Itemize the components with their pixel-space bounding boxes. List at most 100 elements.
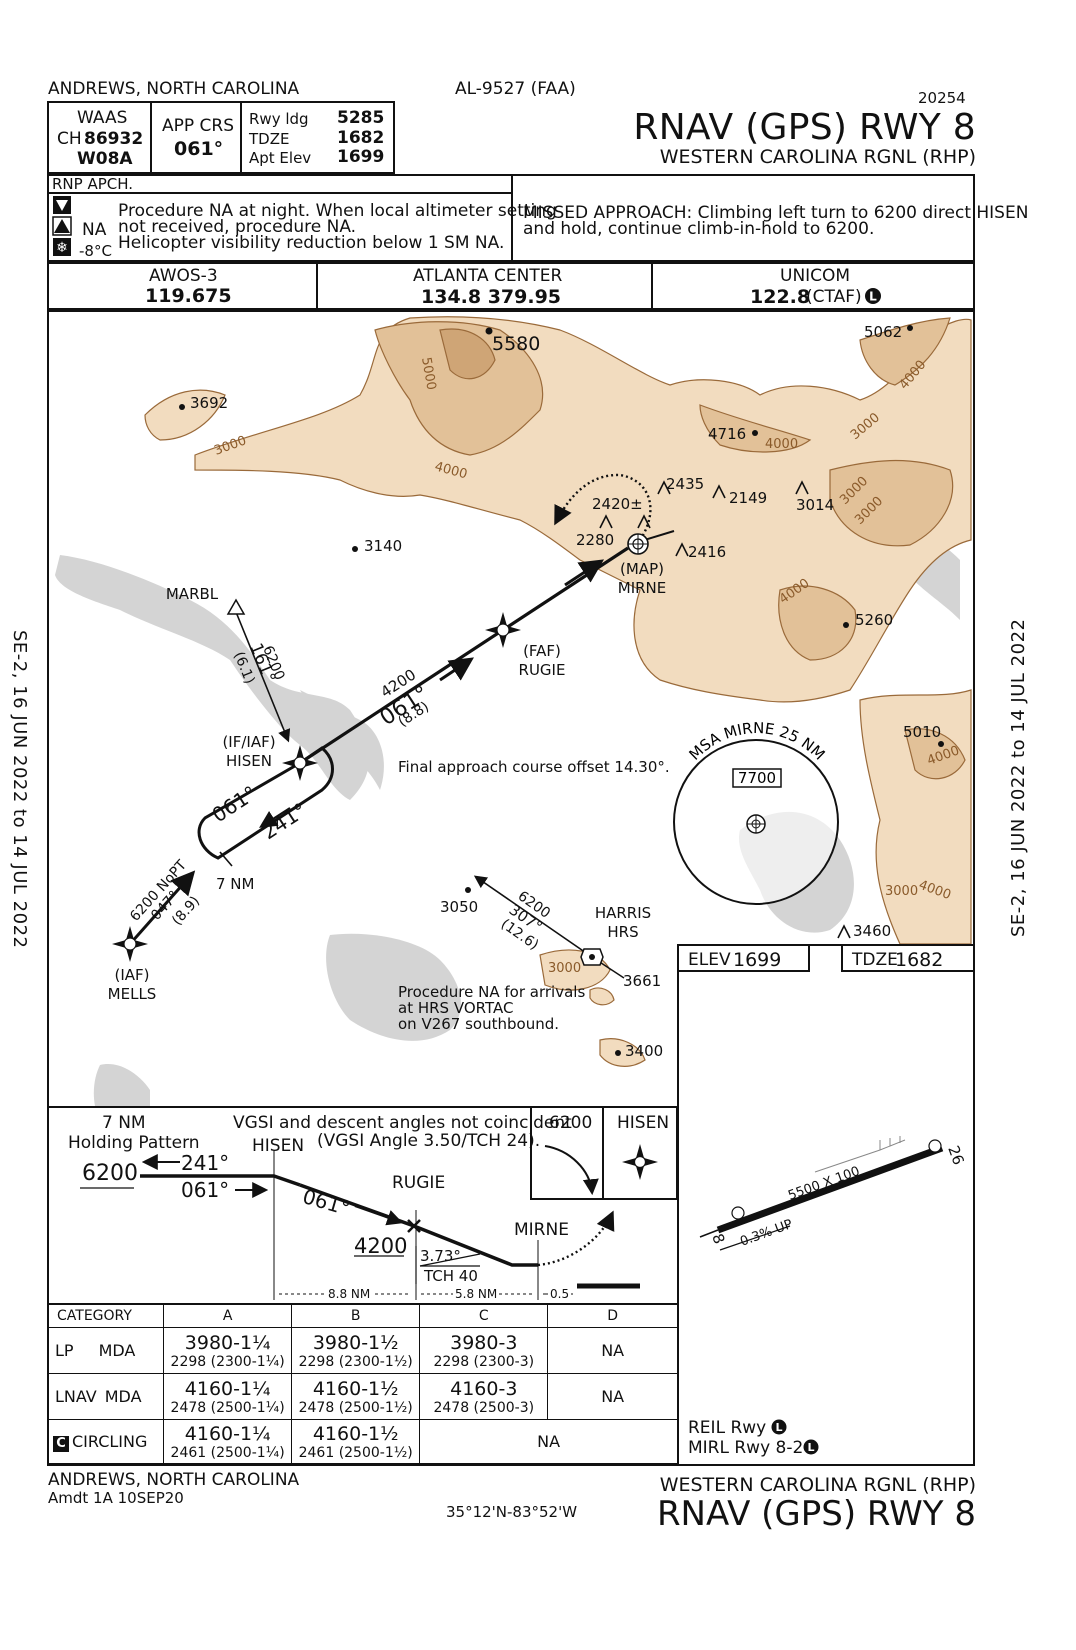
runway-26-label: 26 [944,1143,967,1167]
hrs-label: HRS [607,923,638,941]
hisen-label: HISEN [226,752,272,770]
alternate-na: NA [82,220,107,240]
papi-icon [731,1206,745,1220]
apt-elev-label: Apt Elev [249,149,312,167]
profile-distance-3: 0.5 [548,1287,572,1301]
footer-amendment: Amdt 1A 10SEP20 [48,1489,184,1507]
circling-icon: C [53,1435,69,1452]
spot-elevation: 2416 [688,543,726,561]
hrs-note-3: on V267 southbound. [398,1015,559,1033]
reil-note: REIL Rwy 8 [688,1418,783,1438]
leg-annotations: 6200 161° (6.1) 4200 061° (8.8) 6200 NoP… [127,640,553,953]
hrs-note-1: Procedure NA for arrivals [398,983,585,1001]
svg-text:L: L [869,290,877,304]
apt-elev-value: 1699 [337,147,385,167]
profile-hold-altitude: 6200 [82,1161,138,1186]
procedure-title: RNAV (GPS) RWY 8 [633,107,976,148]
note-line-3: Helicopter visibility reduction below 1 … [118,233,505,253]
part-time-icon: L [803,1439,819,1455]
terrain [144,316,972,1067]
mells-waypoint-icon [112,926,148,962]
waas-id: W08A [77,149,133,169]
missed-approach-line-2: and hold, continue climb-in-hold to 6200… [523,219,875,239]
footer-title: RNAV (GPS) RWY 8 [656,1494,976,1534]
profile-rugie-altitude: 4200 [354,1234,408,1258]
mirne-map-waypoint-icon [627,533,649,555]
spot-elevation: 3400 [625,1042,663,1060]
profile-distance-1: 8.8 NM [326,1287,373,1301]
profile-hold-length: 7 NM [102,1113,146,1133]
spot-elevation: 3014 [796,496,834,514]
mirne-role-label: (MAP) [620,560,664,578]
hrs-route [473,875,593,958]
vgsi-note-2: (VGSI Angle 3.50/TCH 24). [317,1131,541,1151]
obstacle-icon [837,924,851,939]
missed-approach-line-1: MISSED APPROACH: Climbing left turn to 6… [523,203,1029,223]
header-city: ANDREWS, NORTH CAROLINA [48,79,300,99]
note-line-1: Procedure NA at night. When local altime… [118,201,557,221]
svg-text:241°: 241° [258,798,311,844]
chart-id: AL-9527 (FAA) [455,79,576,99]
comms-box [47,262,975,310]
missed-icon-altitude: 6200 [549,1113,593,1133]
spot-elevation: 5010 [903,723,941,741]
offset-note: Final approach course offset 14.30°. [398,758,670,776]
cold-temperature-icon: ❄ [56,240,68,256]
airport-diagram: 5500 X 100 0.3% UP 8 26 [699,1136,968,1251]
airport-name: WESTERN CAROLINA RGNL (RHP) [659,146,976,168]
taxiways [814,1136,906,1173]
profile-rugie: RUGIE [392,1173,446,1193]
missed-approach-icons-box [530,1106,678,1200]
spot-elevation: 5580 [492,333,540,355]
vgsi-note-1: VGSI and descent angles not coincident [233,1113,572,1133]
fix-labels: MARBL (IF/IAF) HISEN (FAF) RUGIE (MAP) M… [108,560,667,1003]
category-d: D [547,1303,678,1328]
plan-view-frame [47,310,975,1466]
mirne-label: MIRNE [618,579,667,597]
runway-8-label: 8 [708,1231,728,1246]
obstacles [599,480,851,939]
spot-elevation: 2280 [576,531,614,549]
fixes [112,533,649,966]
mells-label: MELLS [108,985,157,1003]
alternate-minimums-icon [56,200,68,211]
msa-altitude: 7700 [738,769,776,787]
category-c: C [419,1303,549,1328]
validity-right: SE-2, 16 JUN 2022 to 14 JUL 2022 [1008,618,1029,937]
profile-glidepath-angle: 3.73° [420,1247,461,1265]
missed-icon-fix: HISEN [617,1113,670,1133]
category-header: CATEGORY [47,1303,165,1328]
waas-channel: 86932 [84,129,144,149]
footer-city: ANDREWS, NORTH CAROLINA [48,1470,300,1490]
svg-text:L: L [807,1441,814,1454]
contour-label: 3000 [885,884,918,899]
obstacle-icon [657,480,671,495]
obstacle-icon [599,514,613,529]
spot-elevation: 2149 [729,489,767,507]
harris-label: HARRIS [595,904,651,922]
profile-hold-title: Holding Pattern [68,1133,200,1153]
rugie-role-label: (FAF) [523,642,561,660]
spot-elevation: 4716 [708,425,746,443]
svg-text:061°: 061° [208,781,261,827]
part-time-icon: L [865,288,881,304]
awos-frequency: 119.675 [145,285,232,307]
center-label: ATLANTA CENTER [413,266,563,286]
mells-role-label: (IAF) [114,966,149,984]
ctaf-note: (CTAF) [806,287,862,307]
spot-elevations: 5580 5062 3692 4716 3140 2420± 2435 2149… [179,323,944,1060]
marbl-label: MARBL [166,585,219,603]
plan-view-map: 5000 4000 3000 3000 4000 4000 3000 3000 … [55,316,972,1106]
profile-tch: TCH 40 [424,1267,478,1285]
hisen-waypoint-icon [622,1144,658,1180]
tdze-value: 1682 [337,128,385,148]
contour-label: 5000 [418,356,439,391]
validity-left: SE-2, 16 JUN 2022 to 14 JUL 2022 [9,630,30,949]
elev-label: ELEV [688,950,731,970]
rugie-waypoint-icon [485,612,521,648]
awos-label: AWOS-3 [149,266,218,286]
takeoff-minimums-icon [54,219,70,233]
airport-elev: 1699 [733,949,782,971]
